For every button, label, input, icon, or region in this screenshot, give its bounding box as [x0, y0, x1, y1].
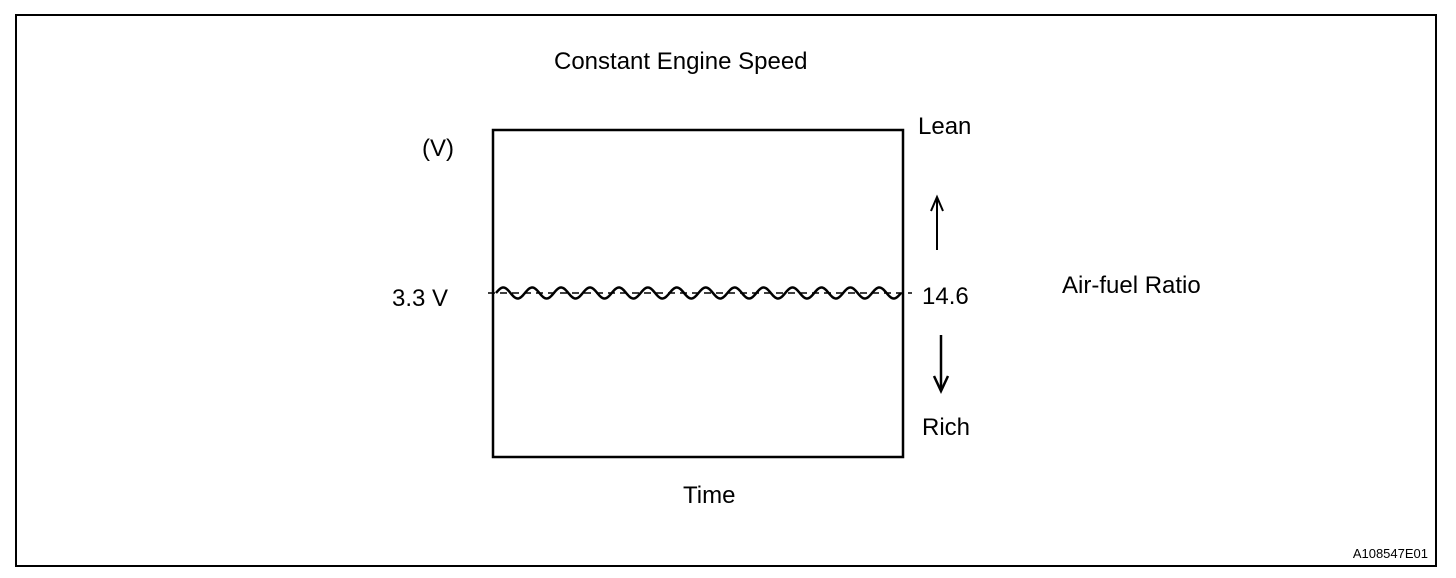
time-axis-label: Time	[683, 482, 736, 509]
reference-code: A108547E01	[1352, 546, 1428, 561]
diagram-frame	[15, 14, 1437, 567]
lean-arrow-icon	[930, 194, 944, 250]
y-unit-label: (V)	[422, 135, 454, 162]
air-fuel-ratio-label: Air-fuel Ratio	[1062, 272, 1201, 299]
lean-label: Lean	[918, 113, 972, 140]
rich-arrow-icon	[932, 335, 950, 394]
rich-label: Rich	[922, 414, 971, 441]
voltage-label: 3.3 V	[392, 285, 449, 312]
voltage-waveform	[495, 286, 902, 300]
ratio-value-label: 14.6	[922, 283, 969, 310]
diagram-title: Constant Engine Speed	[554, 48, 808, 75]
